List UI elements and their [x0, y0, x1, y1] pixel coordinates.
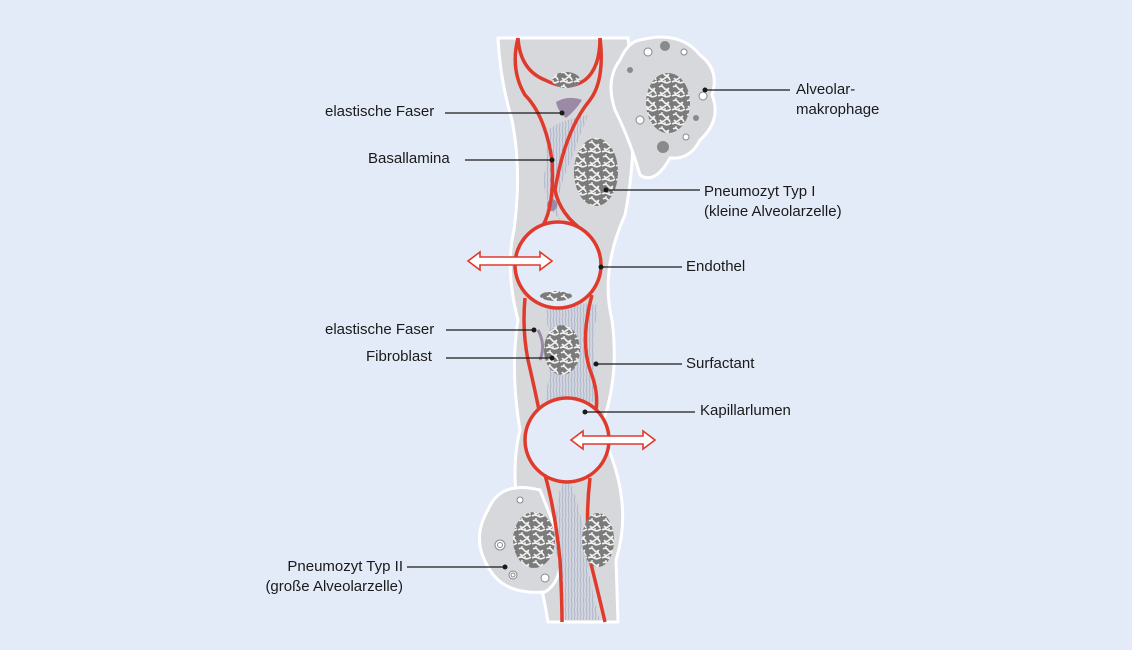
label-surfactant: Surfactant [686, 355, 755, 372]
leader-lines [407, 89, 790, 568]
double-arrow-lower [569, 429, 657, 451]
label-pneumocyte-1: Pneumozyt Typ I (kleine Alveolarzelle) [704, 182, 842, 222]
nuclei [513, 72, 690, 568]
label-macrophage-line1: Alveolar- [796, 81, 856, 98]
label-elastic-fiber-mid: elastische Faser [325, 321, 435, 338]
label-endothelium: Endothel [686, 258, 746, 275]
label-pneumocyte-2: Pneumozyt Typ II (große Alveolarzelle) [243, 557, 403, 597]
label-fibroblast: Fibroblast [366, 348, 432, 365]
pneumocyte-1-nucleus [574, 138, 618, 206]
label-pneumocyte-1-line2: (kleine Alveolarzelle) [704, 203, 842, 220]
macrophage-vacuoles [627, 41, 708, 153]
label-elastic-fiber-top: elastische Faser [325, 103, 435, 120]
leader-dots [502, 87, 708, 570]
label-macrophage: Alveolar- makrophage [796, 80, 879, 120]
label-pneumocyte-2-line2: (große Alveolarzelle) [265, 578, 403, 595]
pneumocyte-2-nucleus [513, 512, 555, 568]
macrophage-nucleus [646, 73, 690, 133]
lamellar-bodies [494, 496, 550, 583]
label-capillary-lumen: Kapillarlumen [700, 402, 791, 419]
label-basal-lamina: Basallamina [368, 150, 450, 167]
double-arrow-upper [466, 250, 554, 272]
fibroblast-nucleus [544, 325, 580, 375]
label-pneumocyte-2-line1: Pneumozyt Typ II [287, 558, 403, 575]
label-pneumocyte-1-line1: Pneumozyt Typ I [704, 183, 816, 200]
label-macrophage-line2: makrophage [796, 101, 880, 118]
